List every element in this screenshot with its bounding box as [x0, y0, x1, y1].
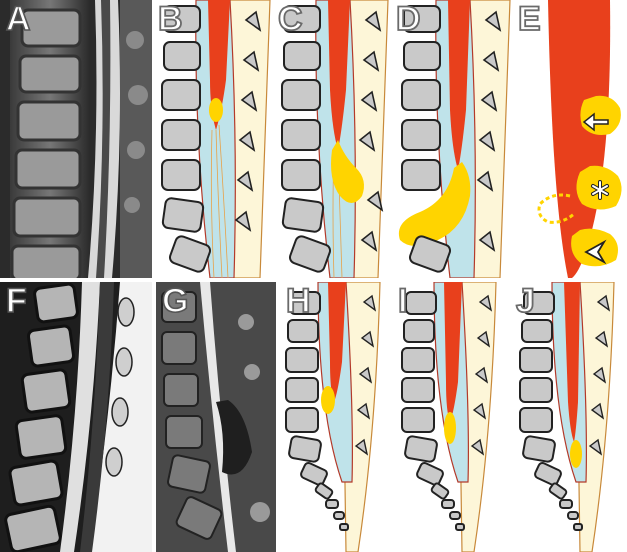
spine-schematic-i — [392, 282, 510, 552]
panel-g-mri: G — [156, 282, 276, 552]
panel-label: C — [278, 2, 303, 36]
panel-e-detail: E — [512, 0, 627, 278]
panel-label: B — [158, 2, 183, 36]
mri-image-a — [0, 0, 152, 278]
spine-schematic-h — [280, 282, 392, 552]
mri-image-f — [0, 282, 152, 552]
spine-schematic-b — [152, 0, 272, 278]
panel-label: D — [396, 2, 421, 36]
panel-label: F — [6, 284, 27, 318]
panel-a-mri: A — [0, 0, 152, 278]
panel-h-schematic: H — [280, 282, 392, 552]
panel-label: E — [518, 2, 541, 36]
panel-label: J — [516, 284, 535, 318]
spine-schematic-j — [510, 282, 627, 552]
lesion-detail-e — [512, 0, 627, 278]
panel-i-schematic: I — [392, 282, 510, 552]
panel-label: I — [398, 284, 407, 318]
panel-c-schematic: C — [272, 0, 390, 278]
spine-schematic-d — [390, 0, 512, 278]
panel-d-schematic: D — [390, 0, 512, 278]
panel-b-schematic: B — [152, 0, 272, 278]
panel-label: H — [286, 284, 311, 318]
panel-f-mri: F — [0, 282, 152, 552]
spine-schematic-c — [272, 0, 390, 278]
panel-label: G — [162, 284, 188, 318]
mri-image-g — [156, 282, 276, 552]
panel-j-schematic: J — [510, 282, 627, 552]
panel-label: A — [6, 2, 31, 36]
